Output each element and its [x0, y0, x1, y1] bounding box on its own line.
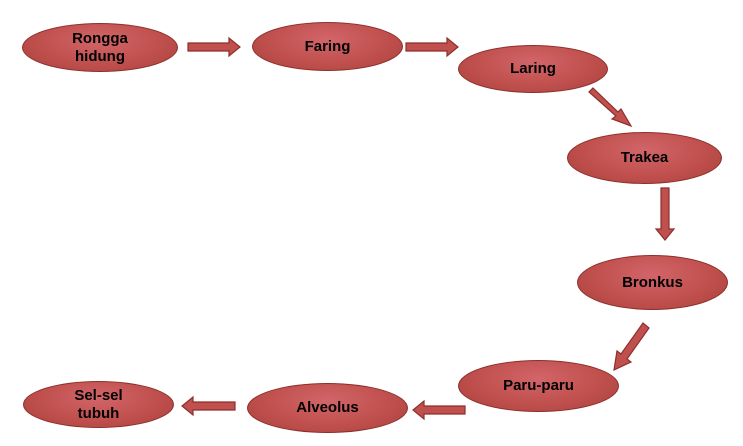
- arrow-paru-paru-to-alveolus: [412, 399, 466, 421]
- node-laring: Laring: [458, 45, 608, 93]
- node-sel-sel-tubuh: Sel-sel tubuh: [23, 381, 174, 428]
- node-trakea: Trakea: [567, 132, 722, 184]
- arrow-bronkus-to-paru-paru: [613, 322, 650, 372]
- node-rongga-hidung: Rongga hidung: [22, 23, 178, 72]
- arrow-trakea-to-bronkus: [654, 187, 676, 241]
- arrow-rongga-hidung-to-faring: [187, 36, 241, 58]
- node-bronkus: Bronkus: [577, 255, 728, 310]
- arrow-faring-to-laring: [405, 36, 459, 58]
- arrow-alveolus-to-sel-sel-tubuh: [181, 395, 236, 417]
- node-alveolus: Alveolus: [247, 383, 408, 433]
- node-faring: Faring: [252, 22, 403, 71]
- arrow-laring-to-trakea: [588, 87, 633, 128]
- node-paru-paru: Paru-paru: [458, 360, 619, 412]
